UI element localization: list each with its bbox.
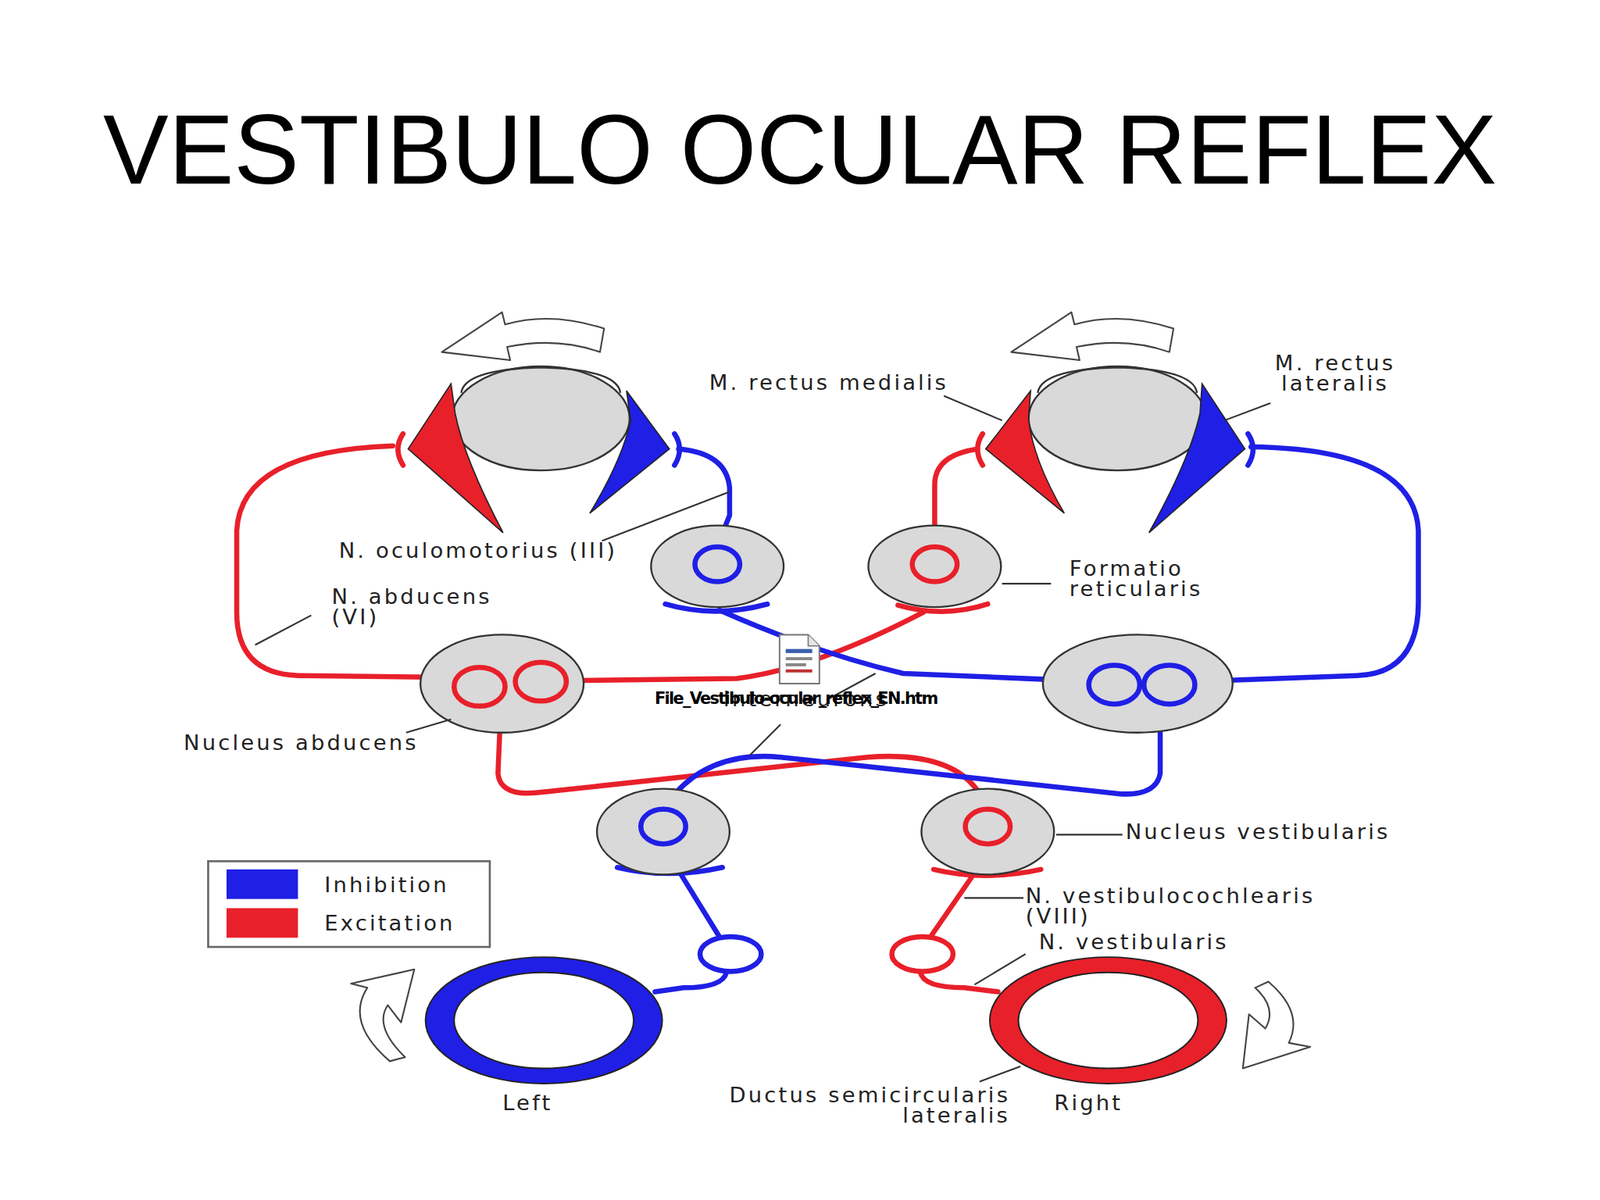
anatomy-label: Formatio reticularis (1069, 557, 1256, 599)
rotation-arrow (350, 312, 1311, 1069)
nucleus-body (868, 525, 1002, 608)
file-icon (785, 649, 813, 654)
semicircular-duct (425, 957, 663, 1084)
anatomy-label: N. oculomotorius (III) (336, 540, 618, 561)
leader-line (974, 953, 1025, 985)
file-icon (785, 657, 813, 661)
nerve-fiber (236, 446, 465, 678)
nerve-fiber (655, 972, 727, 993)
synapse-bracket (674, 433, 680, 465)
anatomy-label: N. abducens (VI) (331, 586, 541, 628)
nucleus-body (1042, 634, 1233, 733)
nerve-fiber (920, 972, 998, 993)
leader-line (964, 896, 1024, 899)
leader-line (943, 396, 1002, 421)
anatomy-label: M. rectus medialis (709, 372, 1016, 393)
file-icon (785, 669, 813, 673)
neuron-soma (892, 936, 954, 972)
eye-muscle (407, 383, 503, 533)
file-icon (779, 634, 820, 684)
anatomy-label: N. vestibularis (1039, 931, 1325, 952)
rotation-arrow (1242, 981, 1311, 1068)
eyeball (460, 367, 621, 393)
nucleus-body (596, 789, 730, 875)
eyeball (452, 366, 630, 471)
leader-line (1002, 582, 1052, 585)
neuron-soma (694, 546, 740, 582)
eyeball (452, 366, 1207, 471)
semicircular-duct (453, 972, 634, 1069)
slide-title: VESTIBULO OCULAR REFLEX (0, 93, 1600, 207)
semicircular-duct (989, 957, 1227, 1084)
semicircular-duct (1018, 972, 1199, 1069)
eye-muscle (407, 383, 1245, 533)
leader-line (1224, 403, 1271, 421)
synapse-bracket (1247, 433, 1254, 465)
file-icon (779, 634, 820, 684)
neuron-soma (453, 667, 505, 707)
leader-line (750, 724, 781, 755)
neuron-soma (1089, 665, 1140, 705)
leader-line (979, 1066, 1021, 1083)
anatomy-label: Nucleus vestibularis (1125, 821, 1463, 842)
rotation-arrow (442, 312, 605, 361)
leader-line (1056, 833, 1123, 836)
eye-muscle (1149, 383, 1246, 533)
nerve-fiber (930, 877, 972, 937)
anatomy-label: Ductus semicircularis lateralis (663, 1084, 1011, 1125)
legend-swatch (226, 907, 298, 938)
neuron-soma (640, 809, 686, 844)
leader-line (406, 719, 451, 733)
eye-muscle (589, 390, 670, 514)
neuron-soma (912, 546, 958, 582)
eyeball (1028, 366, 1207, 471)
rotation-arrow (1010, 312, 1174, 361)
nucleus-body (650, 525, 784, 608)
legend-box: InhibitionExcitation (207, 860, 491, 948)
neuron-soma (515, 662, 567, 702)
eyeball (1037, 367, 1197, 393)
eye-muscle (985, 390, 1065, 514)
anatomy-label: Nucleus abducens (183, 732, 511, 754)
anatomy-label: N. vestibulocochlearis (VIII) (1025, 885, 1379, 927)
legend-text: Excitation (324, 912, 455, 936)
synapse-bracket (977, 433, 983, 465)
synapse-bracket (397, 433, 404, 465)
nerve-fiber (1192, 446, 1419, 682)
rotation-arrow (350, 969, 415, 1062)
anatomy-label: M. rectus lateralis (1250, 353, 1420, 394)
neuron-soma (965, 809, 1011, 844)
nerve-fiber (681, 875, 719, 937)
semicircular-duct (425, 957, 1227, 1084)
file-icon (807, 634, 819, 646)
anatomy-label: Left (471, 1092, 584, 1114)
neuron-soma (700, 936, 761, 972)
file-caption: File_Vestibulo-ocular_reflex_EN.htm (612, 689, 980, 709)
neuron-soma (1143, 665, 1195, 705)
anatomy-label: Right (1053, 1092, 1167, 1114)
leader-line (255, 615, 312, 646)
nucleus-body (921, 789, 1054, 875)
file-icon (785, 663, 807, 667)
nucleus-body (420, 634, 584, 733)
nerve-fiber (719, 610, 1051, 680)
synapse-bracket (397, 433, 1254, 876)
nerve-fiber (665, 728, 1161, 807)
nerve-fiber (497, 726, 986, 807)
leader-line (602, 492, 730, 542)
legend-swatch (226, 869, 298, 900)
legend-text: Inhibition (324, 873, 449, 897)
